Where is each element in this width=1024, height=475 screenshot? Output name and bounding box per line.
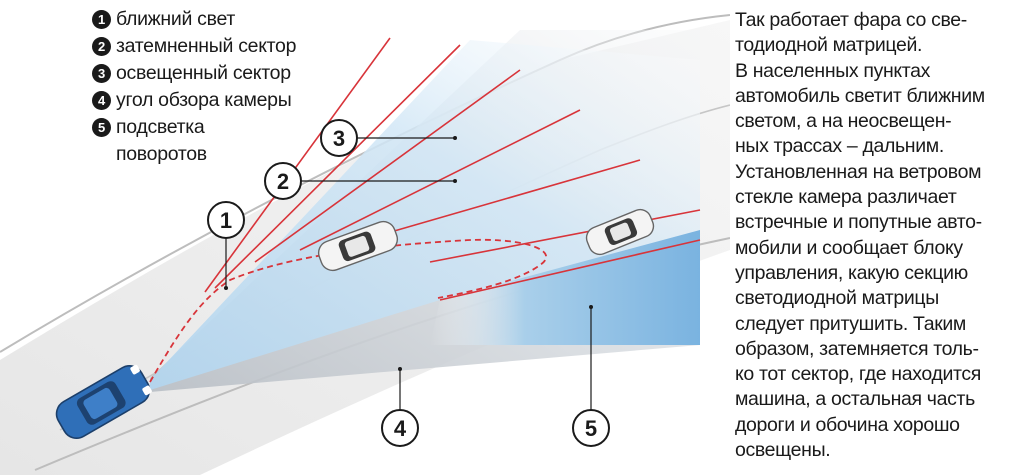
callout-2: 2 <box>264 162 302 200</box>
low-beam-outline <box>149 238 547 383</box>
callout-4-label: 4 <box>394 416 407 441</box>
legend: 1 ближний свет 2 затемненный сектор 3 ос… <box>92 6 296 168</box>
matrix-sector-lines <box>204 37 701 301</box>
cornering-light-sector <box>430 230 700 345</box>
legend-label: затемненный сектор <box>116 35 297 57</box>
legend-label: угол обзора камеры <box>116 89 292 111</box>
legend-label: ближний свет <box>116 8 235 30</box>
legend-item-low-beam: 1 ближний свет <box>92 6 296 33</box>
oncoming-car <box>317 220 399 272</box>
legend-number-badge: 4 <box>92 91 111 110</box>
callout-1: 1 <box>207 201 245 239</box>
legend-number-badge: 2 <box>92 37 111 56</box>
legend-item-dimmed-sector: 2 затемненный сектор <box>92 33 296 60</box>
own-car <box>55 364 152 439</box>
callout-1-label: 1 <box>220 208 232 233</box>
legend-item-cornering-light: 5 подсветка поворотов <box>92 114 296 168</box>
high-beam-area <box>150 40 700 390</box>
legend-number-badge: 3 <box>92 64 111 83</box>
callout-4: 4 <box>381 409 419 447</box>
headlight-diagram: 1 2 3 4 5 <box>0 14 730 475</box>
callout-leader-dots <box>224 136 593 371</box>
callout-leaders <box>225 137 592 410</box>
description-text: Так работает фара со све- тодиодной матр… <box>735 9 985 462</box>
callout-3-label: 3 <box>333 126 345 151</box>
legend-number-badge: 5 <box>92 118 111 137</box>
legend-number-badge: 1 <box>92 10 111 29</box>
callout-5: 5 <box>572 409 610 447</box>
callout-5-label: 5 <box>585 416 597 441</box>
callout-3: 3 <box>320 119 358 157</box>
legend-item-lit-sector: 3 освещенный сектор <box>92 60 296 87</box>
car-ahead <box>585 208 655 256</box>
callout-2-label: 2 <box>277 169 289 194</box>
legend-label: подсветка поворотов <box>116 116 207 165</box>
legend-label: освещенный сектор <box>116 62 291 84</box>
legend-item-camera-angle: 4 угол обзора камеры <box>92 87 296 114</box>
